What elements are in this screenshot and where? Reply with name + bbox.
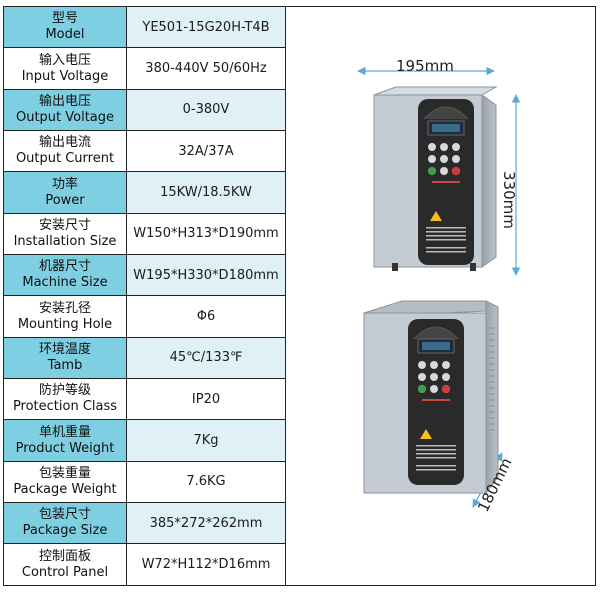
- spec-label-cell: 输出电压 Output Voltage: [3, 88, 127, 132]
- spec-label-en: Package Weight: [13, 481, 117, 497]
- spec-value-cell: IP20: [126, 378, 286, 421]
- spec-label-cell: 功率 Power: [3, 171, 127, 214]
- spec-value-cell: 45℃/133℉: [126, 336, 286, 380]
- spec-label-cell: 型号 Model: [3, 5, 127, 49]
- spec-label-cell: 控制面板 Control Panel: [3, 543, 127, 586]
- spec-label-zh: 安装尺寸: [38, 217, 91, 233]
- spec-row: 包装尺寸 Package Size 385*272*262mm: [3, 502, 286, 545]
- spec-value-cell: W150*H313*D190mm: [126, 212, 286, 256]
- spec-value-cell: W72*H112*D16mm: [126, 543, 286, 586]
- spec-label-zh: 安装孔径: [38, 300, 91, 316]
- spec-value-cell: 7.6KG: [126, 460, 286, 504]
- spec-label-en: Protection Class: [12, 399, 118, 415]
- spec-label-zh: 包装尺寸: [38, 507, 91, 523]
- inverter-unit-top: [373, 86, 498, 271]
- spec-label-cell: 机器尺寸 Machine Size: [3, 254, 127, 297]
- spec-label-en: Power: [45, 192, 85, 208]
- spec-value-cell: 7Kg: [126, 419, 286, 462]
- spec-table-body: 型号 Model YE501-15G20H-T4B 输入电压 Input Vol…: [3, 5, 286, 586]
- spec-row: 输入电压 Input Voltage 380-440V 50/60Hz: [3, 47, 286, 90]
- spec-label-en: Control Panel: [21, 564, 109, 580]
- spec-label-zh: 环境温度: [38, 341, 91, 357]
- spec-row: 型号 Model YE501-15G20H-T4B: [3, 5, 286, 49]
- product-image-panel: 195mm 330mm 180mm: [286, 6, 596, 586]
- spec-label-cell: 输出电流 Output Current: [3, 130, 127, 173]
- spec-label-cell: 防护等级 Protection Class: [3, 378, 127, 421]
- spec-label-en: Model: [45, 27, 85, 43]
- spec-value-cell: 385*272*262mm: [126, 502, 286, 545]
- spec-label-en: Mounting Hole: [17, 316, 113, 332]
- width-dimension-label: 195mm: [396, 57, 454, 75]
- spec-label-en: Installation Size: [13, 233, 117, 249]
- spec-label-zh: 功率: [51, 176, 78, 192]
- spec-label-zh: 单机重量: [38, 424, 91, 440]
- spec-row: 机器尺寸 Machine Size W195*H330*D180mm: [3, 254, 286, 297]
- spec-label-cell: 安装尺寸 Installation Size: [3, 212, 127, 256]
- spec-row: 控制面板 Control Panel W72*H112*D16mm: [3, 543, 286, 586]
- spec-value-cell: 15KW/18.5KW: [126, 171, 286, 214]
- spec-label-zh: 机器尺寸: [38, 259, 91, 275]
- spec-label-cell: 单机重量 Product Weight: [3, 419, 127, 462]
- spec-label-en: Tamb: [47, 357, 83, 373]
- spec-value-cell: YE501-15G20H-T4B: [126, 5, 286, 49]
- spec-row: 输出电压 Output Voltage 0-380V: [3, 88, 286, 132]
- spec-label-en: Machine Size: [22, 275, 108, 291]
- spec-row: 安装尺寸 Installation Size W150*H313*D190mm: [3, 212, 286, 256]
- spec-table: 型号 Model YE501-15G20H-T4B 输入电压 Input Vol…: [3, 5, 286, 586]
- spec-row: 防护等级 Protection Class IP20: [3, 378, 286, 421]
- height-dimension-label: 330mm: [500, 171, 518, 229]
- spec-label-cell: 环境温度 Tamb: [3, 336, 127, 380]
- spec-row: 环境温度 Tamb 45℃/133℉: [3, 336, 286, 380]
- spec-label-cell: 安装孔径 Mounting Hole: [3, 295, 127, 338]
- spec-row: 功率 Power 15KW/18.5KW: [3, 171, 286, 214]
- spec-label-cell: 包装重量 Package Weight: [3, 460, 127, 504]
- product-illustration: [357, 66, 521, 508]
- spec-value-cell: 380-440V 50/60Hz: [126, 47, 286, 90]
- spec-row: 单机重量 Product Weight 7Kg: [3, 419, 286, 462]
- spec-label-zh: 包装重量: [38, 465, 91, 481]
- spec-label-en: Output Voltage: [15, 109, 115, 125]
- inverter-unit-bottom: [363, 300, 499, 495]
- spec-value-cell: Φ6: [126, 295, 286, 338]
- spec-value-cell: 32A/37A: [126, 130, 286, 173]
- spec-value-cell: W195*H330*D180mm: [126, 254, 286, 297]
- spec-label-cell: 输入电压 Input Voltage: [3, 47, 127, 90]
- spec-label-zh: 防护等级: [38, 383, 91, 399]
- spec-label-en: Output Current: [15, 151, 115, 167]
- spec-label-en: Package Size: [22, 523, 108, 539]
- spec-label-zh: 输入电压: [38, 52, 91, 68]
- spec-row: 输出电流 Output Current 32A/37A: [3, 130, 286, 173]
- spec-value-cell: 0-380V: [126, 88, 286, 132]
- spec-label-cell: 包装尺寸 Package Size: [3, 502, 127, 545]
- spec-label-en: Input Voltage: [21, 68, 109, 84]
- spec-label-zh: 输出电流: [38, 135, 91, 151]
- spec-label-zh: 控制面板: [38, 548, 91, 564]
- spec-label-zh: 型号: [51, 11, 78, 27]
- spec-label-zh: 输出电压: [38, 93, 91, 109]
- spec-label-en: Product Weight: [15, 440, 115, 456]
- spec-row: 包装重量 Package Weight 7.6KG: [3, 460, 286, 504]
- spec-row: 安装孔径 Mounting Hole Φ6: [3, 295, 286, 338]
